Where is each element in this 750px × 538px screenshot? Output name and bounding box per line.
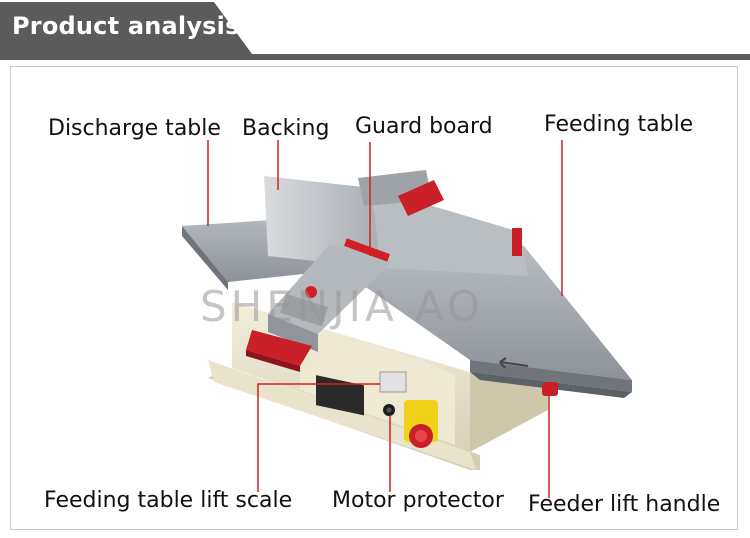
label-plate (316, 375, 364, 416)
label-feeder-lift-handle: Feeder lift handle (528, 492, 721, 517)
watermark-text: SHENJIA AO (200, 282, 485, 331)
label-motor-protector: Motor protector (332, 488, 504, 513)
guard-handle (246, 330, 312, 372)
lift-scale-plate (379, 371, 407, 393)
leader-lines (207, 140, 563, 498)
power-switch-box (404, 400, 438, 448)
label-discharge-table: Discharge table (48, 116, 221, 141)
header-band: Product analysis (0, 0, 750, 62)
feeder-lift-handle (542, 382, 558, 396)
guard-board (268, 170, 444, 352)
motor-protector-button (383, 404, 395, 416)
content-frame (10, 66, 738, 530)
label-feeding-table-lift-scale: Feeding table lift scale (44, 488, 293, 513)
label-backing: Backing (242, 116, 330, 141)
leader-feeding-table-lift-scale (257, 383, 380, 492)
feed-direction-arrow (499, 357, 529, 369)
page-title: Product analysis (12, 12, 240, 40)
label-guard-board: Guard board (355, 114, 493, 139)
header-tab-shape (0, 2, 750, 60)
label-feeding-table: Feeding table (544, 112, 694, 137)
